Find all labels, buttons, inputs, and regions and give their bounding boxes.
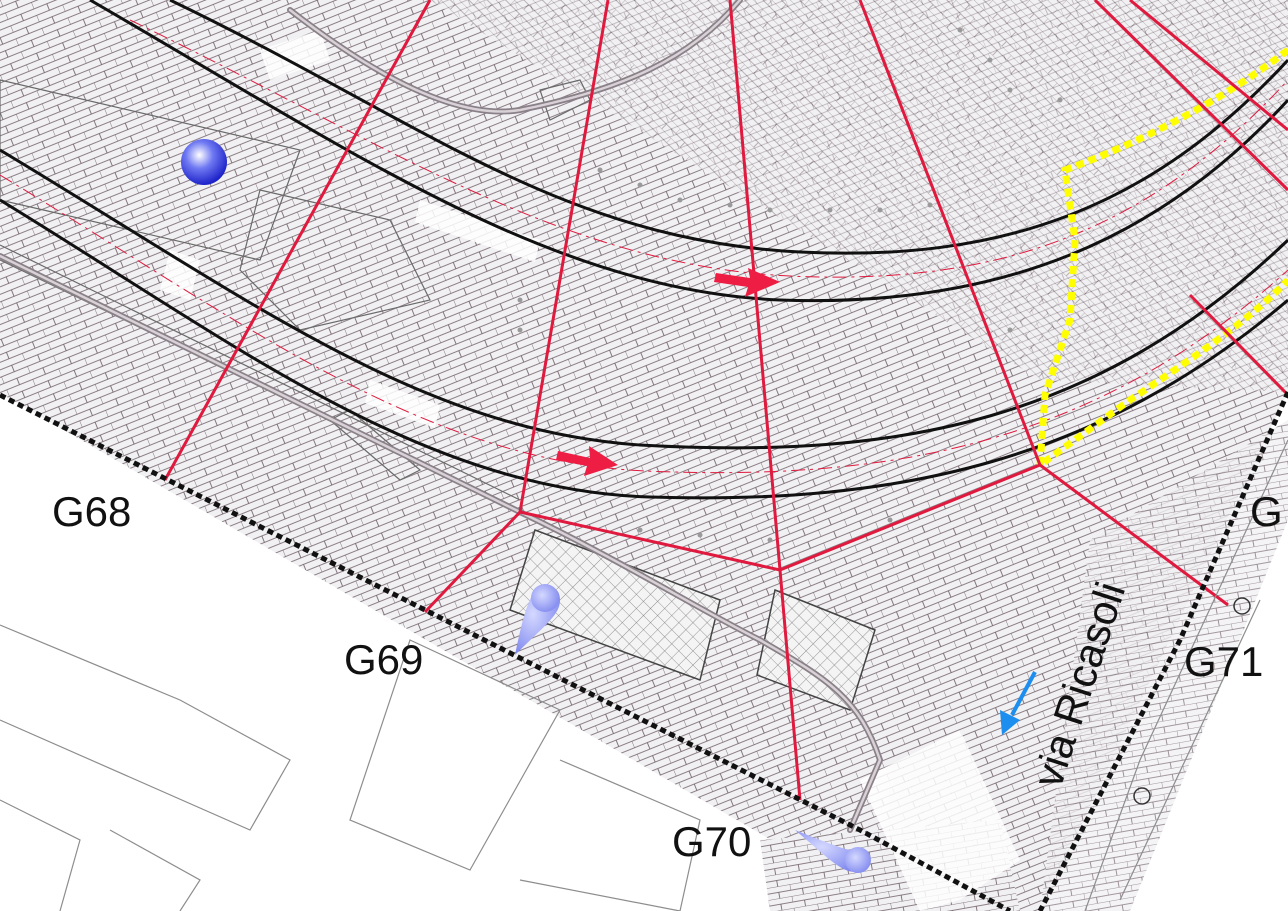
faded-markings bbox=[160, 30, 1020, 911]
red-arrow-icon-2 bbox=[556, 446, 618, 476]
label-g70: G70 bbox=[672, 818, 751, 865]
label-g69: G69 bbox=[344, 636, 423, 683]
blue-arrow-icon bbox=[1000, 671, 1037, 735]
stop-markers bbox=[517, 27, 1063, 543]
yellow-boundary bbox=[1035, 47, 1288, 473]
circle-posts bbox=[1133, 597, 1251, 805]
blue-sphere-icon bbox=[181, 139, 227, 185]
site-boundary bbox=[0, 391, 1288, 911]
buildings bbox=[0, 439, 1288, 911]
track-centerlines bbox=[0, 19, 1288, 474]
blue-drop-icon-2 bbox=[795, 830, 871, 873]
curb-path-cores bbox=[0, 0, 882, 832]
label-g-partial: G bbox=[1250, 488, 1283, 535]
red-arrow-icon bbox=[714, 268, 780, 297]
blue-drop-icon bbox=[515, 584, 560, 655]
label-g71: G71 bbox=[1184, 638, 1263, 685]
label-g68: G68 bbox=[52, 488, 131, 535]
hatched-platforms bbox=[509, 529, 876, 711]
